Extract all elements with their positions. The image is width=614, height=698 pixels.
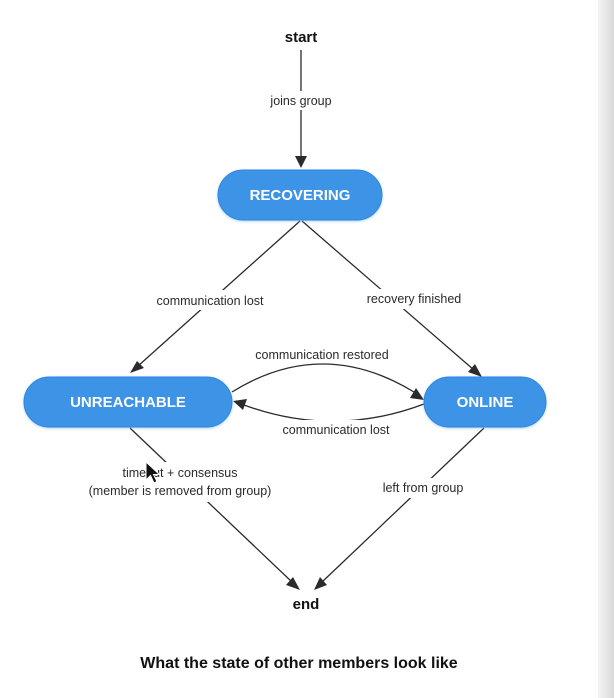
- arrowhead-joins-group: [295, 156, 307, 168]
- label-left-from-group: left from group: [383, 481, 464, 495]
- label-timeout-consensus: timeout + consensus: [123, 466, 238, 480]
- arrowhead-left-from-group: [314, 577, 327, 590]
- diagram-caption: What the state of other members look lik…: [140, 655, 458, 672]
- arrowhead-timeout-consensus: [286, 577, 300, 590]
- label-recovery-finished: recovery finished: [367, 292, 462, 306]
- label-communication-lost-left: communication lost: [157, 294, 265, 308]
- edge-communication-lost-bottom: [243, 403, 425, 422]
- state-online: ONLINE: [423, 376, 547, 428]
- state-online-label: ONLINE: [457, 394, 514, 411]
- window-edge: [598, 0, 614, 698]
- mouse-cursor-icon: [145, 460, 161, 484]
- arrowhead-communication-restored: [410, 388, 424, 400]
- start-terminal: start: [285, 29, 318, 46]
- edge-left-from-group: [321, 427, 485, 583]
- end-terminal: end: [293, 596, 320, 613]
- arrowhead-communication-lost-left: [130, 361, 144, 373]
- state-unreachable: UNREACHABLE: [23, 376, 233, 428]
- label-member-removed: (member is removed from group): [89, 484, 272, 498]
- arrowhead-recovery-finished: [468, 364, 482, 377]
- state-unreachable-label: UNREACHABLE: [70, 394, 186, 411]
- label-communication-restored: communication restored: [255, 348, 388, 362]
- state-recovering-label: RECOVERING: [250, 187, 351, 204]
- edge-communication-restored: [231, 363, 415, 393]
- state-recovering: RECOVERING: [217, 169, 383, 221]
- arrowhead-communication-lost-bottom: [233, 399, 247, 410]
- label-joins-group: joins group: [269, 94, 331, 108]
- label-communication-lost-bottom: communication lost: [283, 423, 391, 437]
- edge-timeout-consensus: [129, 427, 293, 583]
